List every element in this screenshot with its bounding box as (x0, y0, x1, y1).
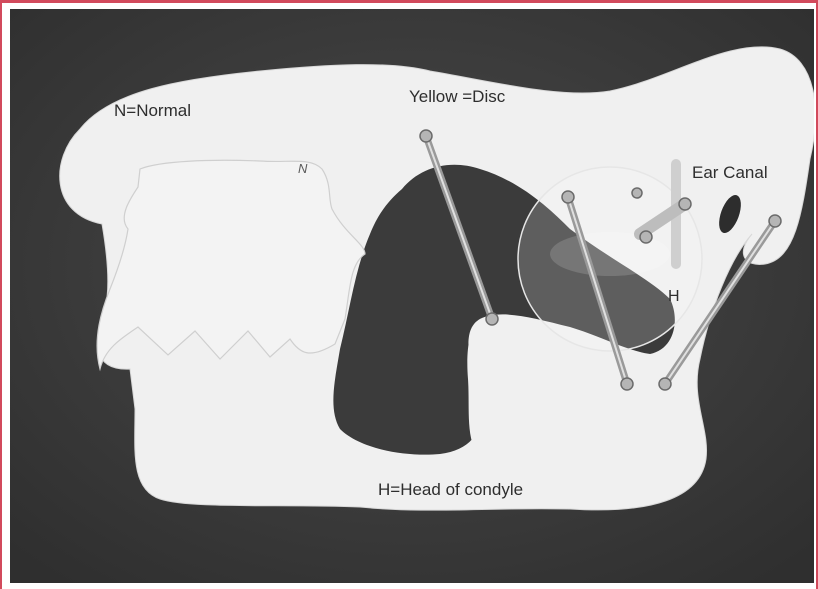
pin-head (659, 378, 671, 390)
pin-head (769, 215, 781, 227)
label-n-marker: N (298, 161, 307, 176)
label-head-of-condyle: H=Head of condyle (378, 480, 523, 500)
label-normal: N=Normal (114, 101, 191, 121)
pin-head (640, 231, 652, 243)
pin-head (679, 198, 691, 210)
pin-head (420, 130, 432, 142)
label-ear-canal: Ear Canal (692, 163, 768, 183)
pin-head (621, 378, 633, 390)
pin-head (632, 188, 642, 198)
pin-head (486, 313, 498, 325)
label-h-marker: H (668, 288, 680, 306)
pin-head (562, 191, 574, 203)
label-disc: Yellow =Disc (409, 87, 505, 107)
